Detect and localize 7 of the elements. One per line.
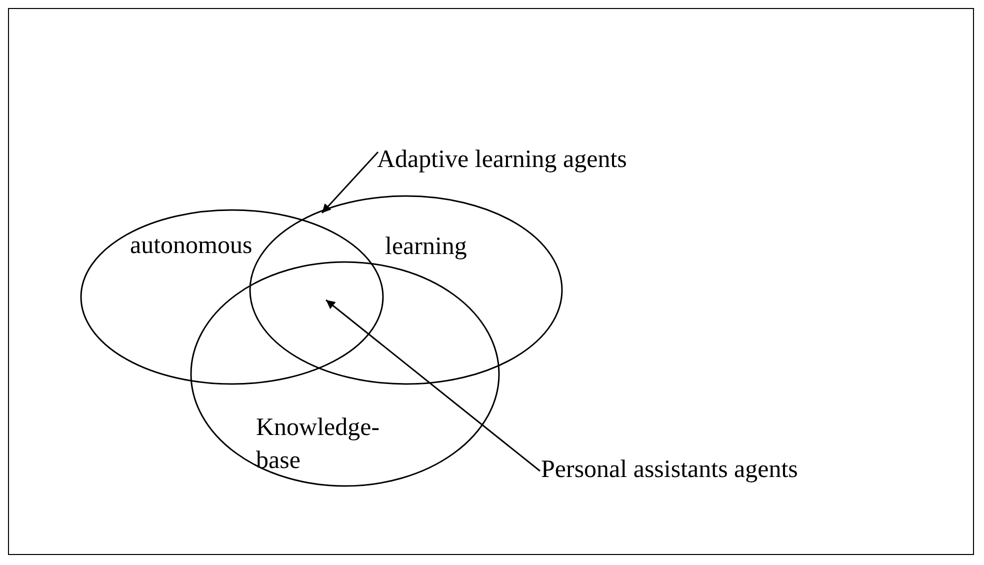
node-label: autonomous bbox=[130, 231, 252, 261]
node-label: learning bbox=[385, 232, 467, 262]
leader-arrow bbox=[321, 152, 379, 214]
leader-arrow bbox=[326, 299, 540, 472]
node-label: Adaptive learning agents bbox=[377, 145, 627, 175]
node-label: Personal assistants agents bbox=[541, 455, 798, 485]
node-label: Knowledge- base bbox=[256, 413, 381, 476]
